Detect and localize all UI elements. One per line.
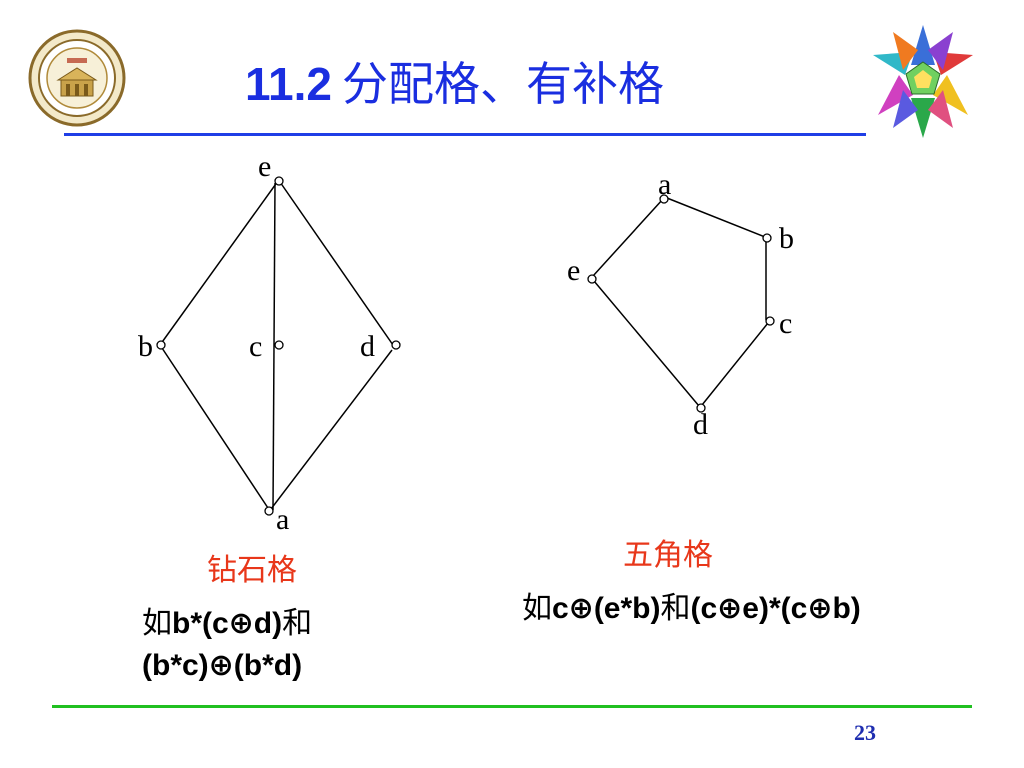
- diamond-label-d: d: [360, 330, 375, 363]
- node-e: [587, 274, 597, 284]
- edge-a-b: [666, 197, 766, 238]
- pentagon-example-mid: 和: [660, 591, 691, 626]
- pentagon-caption: 五角格: [623, 538, 713, 573]
- diamond-nodes: [156, 176, 401, 516]
- pentagon-label-e: e: [567, 254, 581, 287]
- node-a: [659, 194, 669, 204]
- edge-e-c: [272, 182, 276, 511]
- pentagon-label-c: c: [779, 307, 793, 340]
- diamond-caption: 钻石格: [207, 553, 297, 588]
- pentagon-label-a: a: [658, 168, 672, 201]
- pentagon-example-expr1: c⊕(e*b): [552, 592, 661, 625]
- diamond-example-suffix: 和: [282, 606, 313, 641]
- pentagon-example-expr2: (c⊕e)*(c⊕b): [690, 592, 861, 625]
- title-text: 分配格、有补格: [342, 57, 664, 111]
- node-b: [762, 233, 772, 243]
- university-seal-icon: [22, 28, 132, 128]
- node-b: [156, 340, 166, 350]
- edge-d-a: [270, 349, 393, 510]
- node-a: [264, 506, 274, 516]
- edge-b-a: [161, 347, 269, 509]
- edge-e-d: [279, 181, 394, 346]
- pentagon-example-prefix: 如: [522, 591, 552, 626]
- edge-a-e: [592, 198, 664, 277]
- diamond-label-b: b: [138, 330, 153, 363]
- diamond-label-e: e: [258, 150, 272, 183]
- node-e: [274, 176, 284, 186]
- pentagon-label-d: d: [693, 408, 708, 441]
- edge-c-d: [701, 322, 769, 406]
- diamond-label-a: a: [276, 503, 290, 536]
- pentagon-example: 如c⊕(e*b)和(c⊕e)*(c⊕b): [522, 583, 861, 627]
- diamond-lattice: [159, 180, 394, 511]
- pentagon-lattice: [592, 197, 769, 407]
- diamond-label-c: c: [249, 330, 263, 363]
- title-number: 11.2: [245, 58, 332, 110]
- page-number: 23: [854, 720, 876, 745]
- edge-e-b: [159, 180, 279, 346]
- node-c: [274, 340, 284, 350]
- diamond-example-line1: 如b*(c⊕d)和: [142, 598, 312, 642]
- node-d: [696, 403, 706, 413]
- diamond-example-line2: (b*c)⊕(b*d): [142, 649, 303, 682]
- pentagon-nodes: [587, 194, 775, 413]
- title-underline: [64, 133, 866, 136]
- edge-e-d: [593, 280, 700, 407]
- diamond-example-prefix: 如: [142, 606, 172, 641]
- node-d: [391, 340, 401, 350]
- node-c: [765, 316, 775, 326]
- footer-rule: [52, 705, 972, 708]
- polyhedron-star-icon: [868, 20, 978, 140]
- pentagon-label-b: b: [779, 222, 794, 255]
- diamond-example-expr: b*(c⊕d): [172, 607, 283, 640]
